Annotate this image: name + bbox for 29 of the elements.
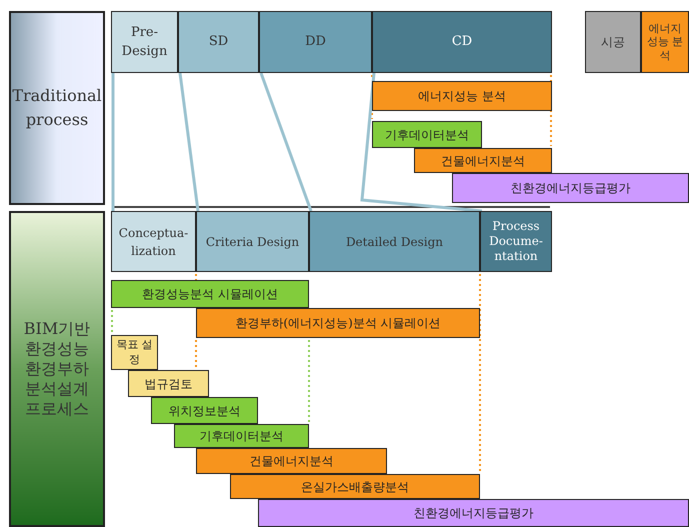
task-bar: 온실가스배출량분석 — [230, 474, 480, 499]
task-bar: 환경성능분석 시뮬레이션 — [111, 280, 309, 308]
phase-box: 에너지 성능 분석 — [641, 11, 689, 73]
task-bar: 건물에너지분석 — [196, 448, 387, 474]
stage-label-panel: Traditional process — [9, 11, 105, 205]
task-bar: 친환경에너지등급평가 — [258, 499, 689, 527]
task-bar: 건물에너지분석 — [414, 148, 552, 173]
task-bar: 에너지성능 분석 — [372, 81, 552, 111]
task-bar: 기후데이터분석 — [372, 121, 482, 148]
connector-line — [360, 72, 482, 212]
phase-box: Criteria Design — [196, 211, 309, 272]
phase-box: Conceptua- lization — [111, 211, 196, 272]
connector-line — [112, 73, 114, 211]
phase-box: CD — [372, 11, 552, 73]
phase-box: 시공 — [585, 11, 641, 73]
connector-line — [178, 72, 200, 212]
phase-box: DD — [259, 11, 372, 73]
task-bar: 법규검토 — [128, 370, 209, 397]
task-bar: 친환경에너지등급평가 — [452, 173, 689, 203]
connector-line — [260, 72, 312, 212]
phase-box: Detailed Design — [309, 211, 480, 272]
phase-box: Process Docume- ntation — [480, 211, 552, 272]
task-bar: 목표 설정 — [111, 335, 158, 370]
phase-box: SD — [178, 11, 259, 73]
stage-label-panel: BIM기반 환경성능 환경부하 분석설계 프로세스 — [9, 211, 105, 527]
task-bar: 위치정보분석 — [151, 397, 258, 424]
task-bar: 기후데이터분석 — [174, 424, 309, 448]
task-bar: 환경부하(에너지성능)분석 시뮬레이션 — [196, 308, 480, 338]
phase-box: Pre-Design — [111, 11, 178, 73]
